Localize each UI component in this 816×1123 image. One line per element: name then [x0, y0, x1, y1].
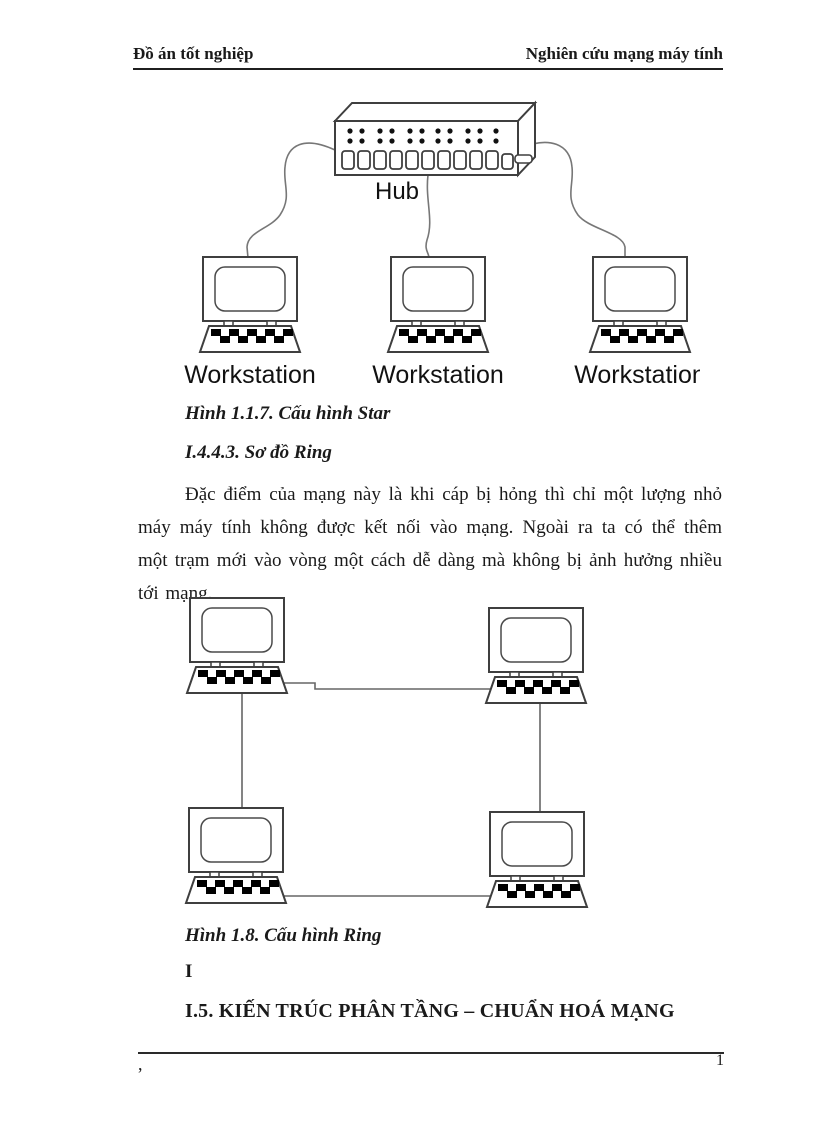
cable-right — [519, 141, 626, 258]
page-header: Đồ án tốt nghiệp Nghiên cứu mạng máy tín… — [133, 44, 723, 70]
workstation-icon — [486, 811, 588, 908]
workstation-icon — [485, 607, 587, 704]
stray-numeral: I — [185, 961, 193, 982]
workstation-label: Workstation — [184, 361, 316, 389]
cable-left — [246, 142, 336, 259]
hub-ports — [341, 150, 514, 170]
cable-middle — [425, 174, 431, 259]
ring-subsection-heading: I.4.4.3. Sơ đồ Ring — [185, 442, 332, 463]
workstation-icon — [199, 256, 301, 353]
footer-left-mark: , — [138, 1054, 143, 1074]
ring-topology-diagram — [185, 597, 588, 908]
ring-links — [241, 682, 541, 897]
hub-cables — [246, 141, 626, 259]
star-topology-diagram: Hub Workstation Workstation Workstation — [184, 100, 700, 389]
workstation-label: Workstation — [372, 361, 504, 389]
link-top — [284, 682, 490, 690]
header-right-text: Nghiên cứu mạng máy tính — [525, 44, 723, 63]
ring-figure-caption: Hình 1.8. Cấu hình Ring — [185, 925, 382, 946]
hub-icon — [332, 100, 538, 178]
body-paragraph: Đặc điểm của mạng này là khi cáp bị hỏng… — [138, 484, 722, 604]
page-number: 1 — [716, 1052, 724, 1069]
workstation-icon — [185, 807, 287, 904]
header-left-text: Đồ án tốt nghiệp — [133, 44, 254, 63]
workstation-icon — [186, 597, 288, 694]
workstation-icon — [387, 256, 489, 353]
star-figure-caption: Hình 1.1.7. Cấu hình Star — [185, 403, 391, 424]
page-footer: , 1 — [138, 1052, 724, 1075]
workstation-icon — [589, 256, 691, 353]
section-heading: I.5. KIẾN TRÚC PHÂN TẦNG – CHUẨN HOÁ MẠN… — [185, 1000, 675, 1022]
hub-label: Hub — [375, 178, 419, 205]
workstation-label: Workstation — [574, 361, 700, 389]
